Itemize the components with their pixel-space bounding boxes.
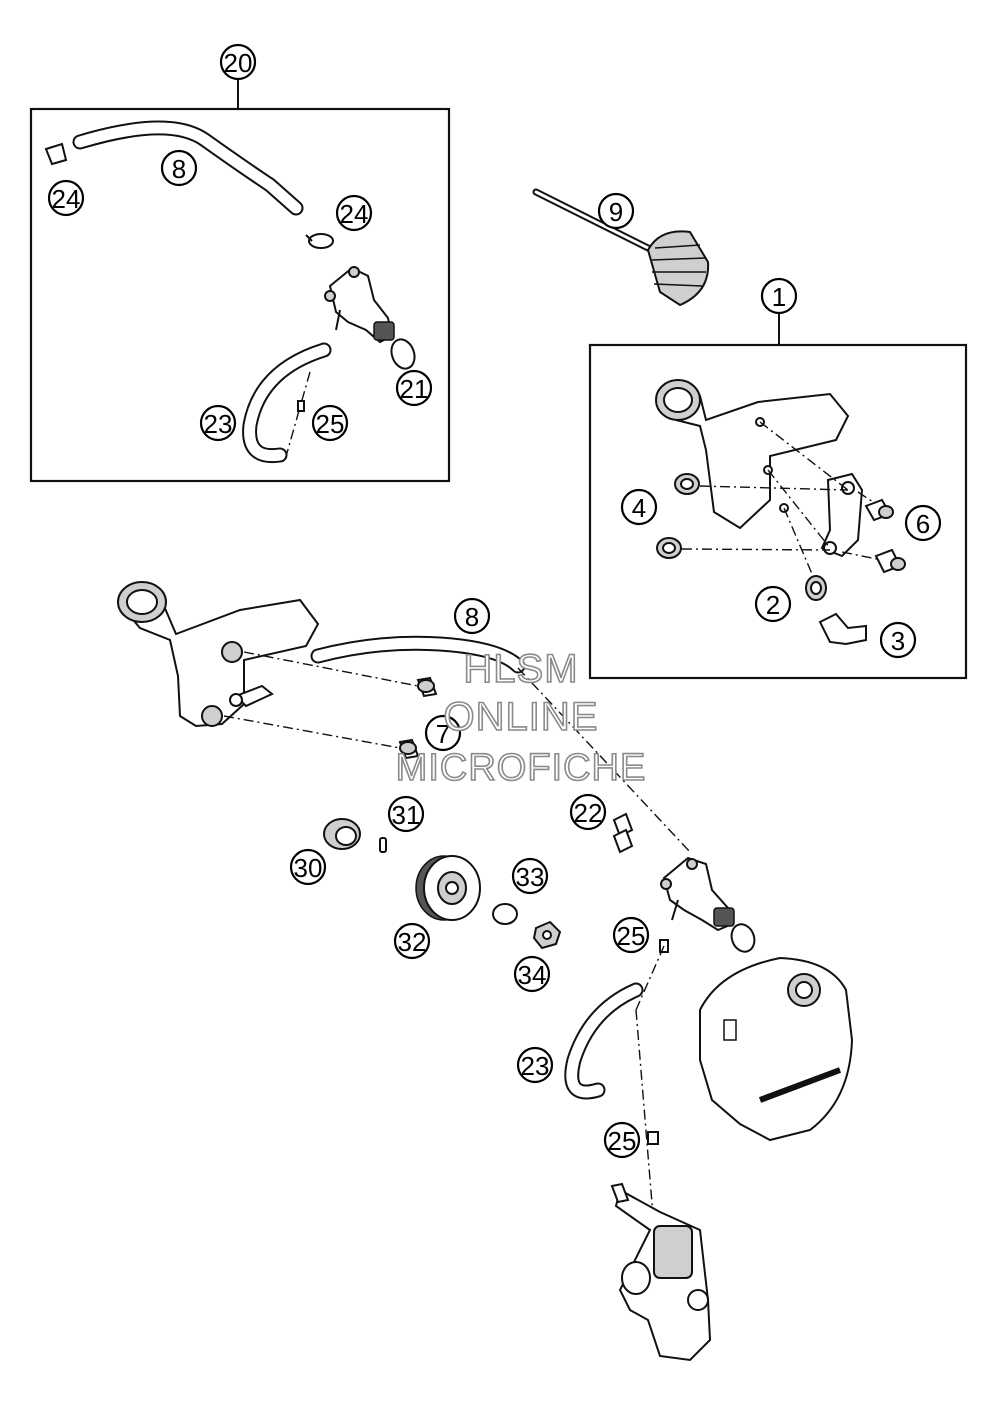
callout-33: 33 [511,857,549,895]
svg-text:33: 33 [516,862,545,892]
callout-21: 21 [395,369,433,407]
callout-7: 7 [424,714,462,752]
ignition-cover [699,956,854,1142]
callout-8-main: 8 [453,597,491,635]
rubber-bush-4-lower [656,537,682,559]
svg-text:4: 4 [632,493,646,523]
oil-pump-main [660,856,735,932]
dowel-pin-31 [379,837,387,853]
pump-gear-32 [415,855,481,921]
svg-text:23: 23 [204,409,233,439]
watermark-line-1: HLSM [463,647,578,691]
callout-24-left: 24 [47,179,85,217]
svg-text:24: 24 [340,199,369,229]
watermark-line-2: ONLINE [444,695,599,739]
callout-20: 20 [219,43,257,81]
callout-24-right: 24 [335,194,373,232]
hose-clamp-24-right [305,233,334,249]
rubber-bush-4-upper [674,473,700,495]
hose-8-kit [72,120,304,216]
o-ring-main [730,923,756,953]
screw-7-lower [398,738,420,760]
fitting-25-main-lower [647,1131,659,1145]
banjo-screw-22-upper [612,812,634,838]
callout-1: 1 [760,277,798,315]
banjo-screw-22-lower [612,828,634,854]
svg-text:34: 34 [518,960,547,990]
callout-6: 6 [904,504,942,542]
hose-23-kit [242,342,332,464]
svg-text:32: 32 [398,927,427,957]
svg-text:31: 31 [392,800,421,830]
watermark-line-3: MICROFICHE [396,747,647,789]
screw-6-upper [864,498,894,522]
svg-text:24: 24 [52,184,81,214]
callout-2: 2 [754,585,792,623]
circlip-33 [492,903,518,925]
hose-8-main [310,635,691,853]
callout-4: 4 [620,488,658,526]
oil-tank-kit [655,379,864,558]
nut-34 [532,920,562,950]
main-tank-dashlines [223,651,419,749]
svg-text:25: 25 [608,1126,637,1156]
callout-3: 3 [879,621,917,659]
carburetor [610,1182,712,1362]
svg-text:8: 8 [465,602,479,632]
svg-text:30: 30 [294,853,323,883]
svg-text:7: 7 [436,719,450,749]
svg-text:9: 9 [609,197,623,227]
oil-tank-main [116,581,320,728]
callout-22: 22 [569,793,607,831]
callout-25-kit: 25 [311,404,349,442]
grommet-2 [805,575,827,601]
oil-pump-kit [324,266,395,344]
callout-9: 9 [597,192,635,230]
callout-31: 31 [387,795,425,833]
svg-text:3: 3 [891,626,905,656]
svg-text:1: 1 [772,282,786,312]
svg-text:25: 25 [316,409,345,439]
hose-clamp-24-left [44,142,68,166]
svg-text:20: 20 [224,48,253,78]
callout-23-main: 23 [516,1046,554,1084]
callout-30: 30 [289,848,327,886]
o-ring-21-kit [390,338,416,370]
screw-7-upper [416,676,438,698]
svg-text:6: 6 [916,509,930,539]
watermark: HLSM ONLINE MICROFICHE [395,646,647,790]
kit-20-frame [29,79,451,483]
callout-25-main-lower: 25 [603,1121,641,1159]
callout-32: 32 [393,922,431,960]
svg-text:23: 23 [521,1051,550,1081]
svg-text:22: 22 [574,798,603,828]
oil-dipstick-9 [532,188,710,307]
svg-text:8: 8 [172,154,186,184]
svg-text:25: 25 [617,921,646,951]
callout-23-kit: 23 [199,404,237,442]
callout-25-main-upper: 25 [612,916,650,954]
callout-8-kit: 8 [160,149,198,187]
svg-text:21: 21 [400,374,429,404]
bearing-bush-30 [323,818,361,850]
kit-1-dashlines [681,421,893,589]
svg-text:2: 2 [766,590,780,620]
kit-1-frame [588,313,968,680]
screw-6-lower [874,548,906,574]
elbow-fitting-3 [818,612,867,646]
callout-34: 34 [513,955,551,993]
